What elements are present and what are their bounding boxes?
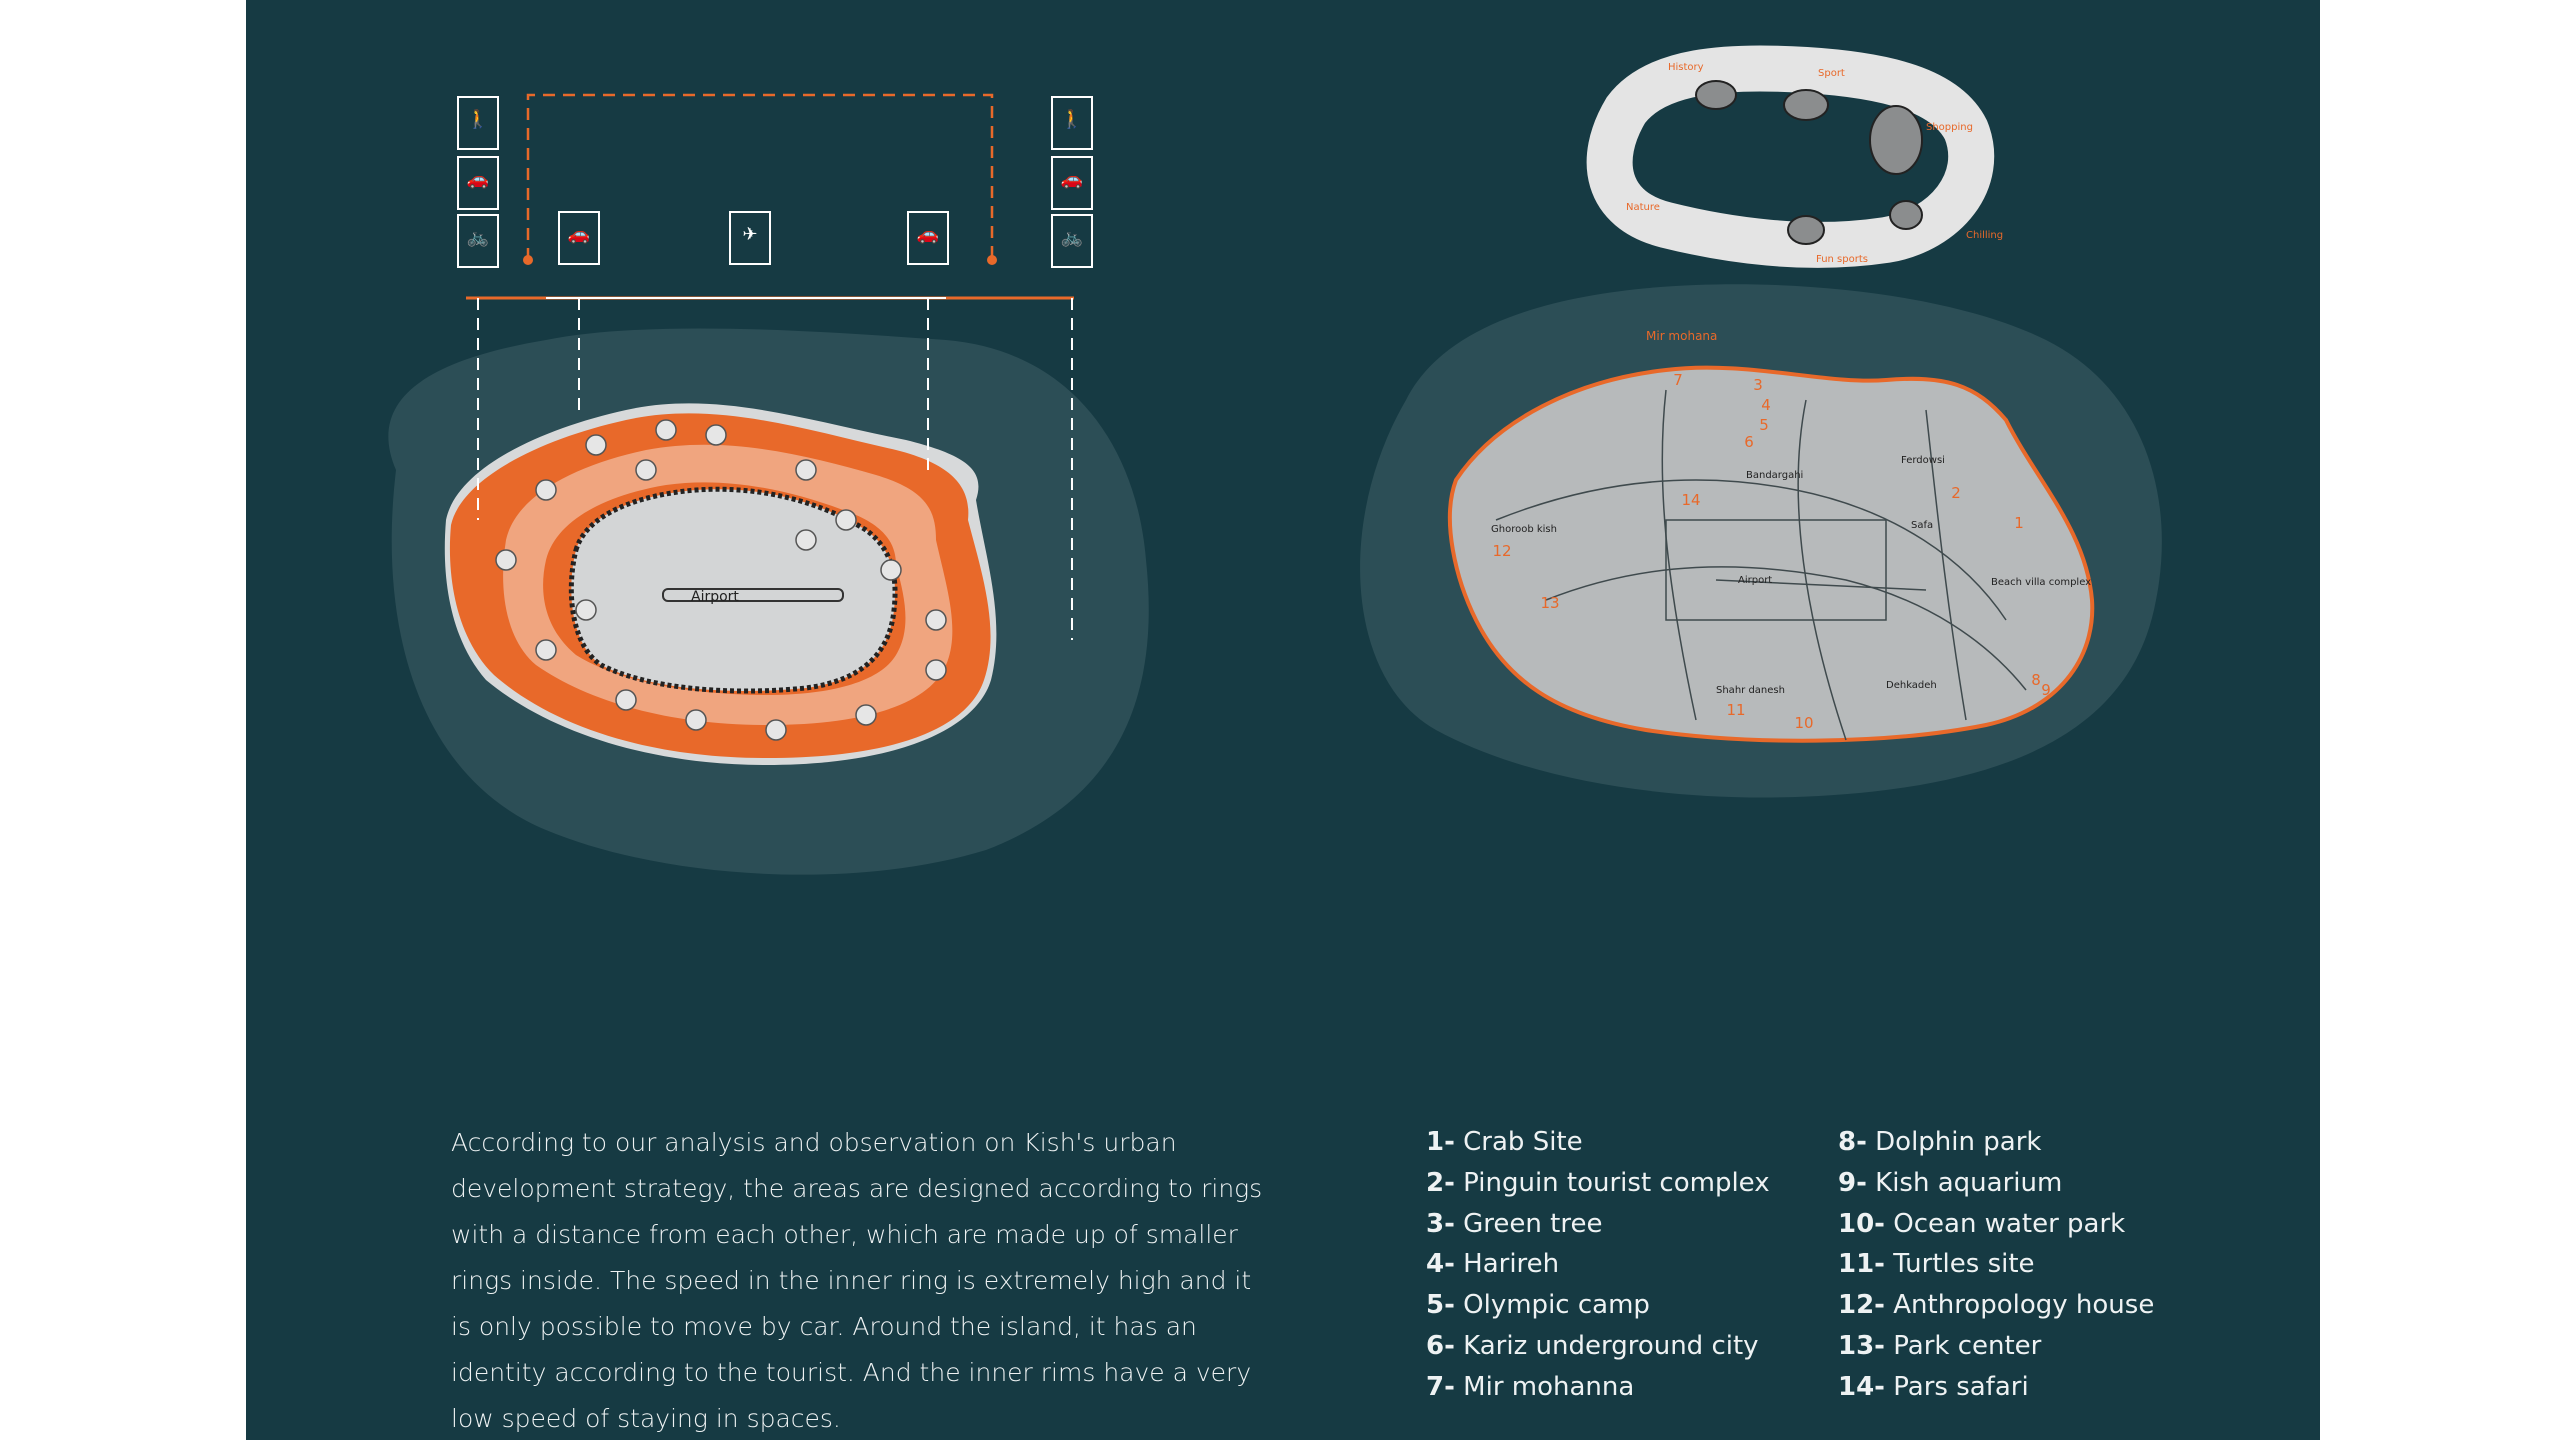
place-ghoroob: Ghoroob kish [1491,524,1557,535]
bike-sign-right [1051,214,1093,268]
svg-text:8: 8 [2031,671,2041,689]
svg-text:7: 7 [1673,371,1683,389]
svg-text:10: 10 [1794,714,1813,732]
pedestrian-sign-left [457,96,499,150]
svg-text:🚗: 🚗 [1061,169,1083,190]
legend-item: 9- Kish aquarium [1838,1167,2063,1198]
svg-text:9: 9 [2041,681,2051,699]
pedestrian-sign-right [1051,96,1093,150]
car-sign-inner-right [907,211,949,265]
legend-item: 1- Crab Site [1426,1127,1583,1157]
tourist-nodes [495,419,947,741]
ring-label-chilling: Chilling [1966,230,2003,241]
place-shahr-danesh: Shahr danesh [1716,685,1785,696]
plane-sign [729,211,771,265]
bike-sign-left [457,214,499,268]
legend-item: 4- Harireh [1426,1249,1560,1280]
road-network [1495,389,2027,741]
poster-board: Airport [246,0,2320,1440]
ring-label-nature: Nature [1626,202,1660,213]
legend-item: 11- Turtles site [1838,1249,2035,1280]
place-airport: Airport [1738,575,1772,586]
svg-text:6: 6 [1744,433,1754,451]
speed-ring-diagram: Airport [388,93,1149,875]
svg-text:🚲: 🚲 [467,227,489,248]
ring-label-fun-sports: Fun sports [1816,254,1868,265]
svg-text:🚶: 🚶 [467,108,489,130]
ring-nodes [1695,80,1923,245]
legend-column-1: 1- Crab Site 2- Pinguin tourist complex … [1426,1122,1770,1408]
legend-item: 2- Pinguin tourist complex [1426,1167,1770,1198]
place-dehkadeh: Dehkadeh [1886,680,1937,691]
svg-text:12: 12 [1492,542,1511,560]
svg-text:2: 2 [1951,484,1961,502]
legend-item: 6- Kariz underground city [1426,1330,1759,1361]
car-sign-inner-left [558,211,600,265]
identity-ring [1586,45,1995,268]
svg-text:🚗: 🚗 [467,169,489,190]
ring-label-shopping: Shopping [1926,122,1973,133]
legend-column-2: 8- Dolphin park 9- Kish aquarium 10- Oce… [1838,1122,2154,1408]
place-safa: Safa [1911,520,1933,531]
legend-item: 3- Green tree [1426,1208,1603,1239]
svg-text:🚗: 🚗 [568,224,590,245]
svg-text:3: 3 [1753,376,1763,394]
kish-map: Ghoroob kish Bandargahi Ferdowsi Safa Ai… [1360,45,2162,798]
svg-text:13: 13 [1540,594,1559,612]
svg-text:5: 5 [1759,416,1769,434]
legend-item: 7- Mir mohanna [1426,1371,1635,1402]
legend-item: 8- Dolphin park [1838,1127,2042,1157]
site-markers: 1 2 3 4 5 6 7 8 9 10 11 12 13 14 [1492,371,2050,732]
legend-item: 5- Olympic camp [1426,1290,1650,1321]
description-text: According to our analysis and observatio… [451,1128,1263,1433]
place-bandargahi: Bandargahi [1746,470,1803,481]
svg-text:🚗: 🚗 [917,224,939,245]
legend-item: 12- Anthropology house [1838,1290,2155,1321]
car-sign-right [1051,156,1093,210]
ring-label-history: History [1668,62,1704,73]
mir-mohana-label: Mir mohana [1646,329,1717,343]
legend-item: 10- Ocean water park [1838,1208,2126,1239]
svg-text:🚶: 🚶 [1061,108,1083,130]
legend-item: 14- Pars safari [1838,1371,2029,1402]
svg-text:✈: ✈ [742,224,757,245]
svg-text:4: 4 [1761,396,1771,414]
airport-label: Airport [691,589,739,605]
svg-text:11: 11 [1726,701,1745,719]
svg-text:🚲: 🚲 [1061,227,1083,248]
legend-item: 13- Park center [1838,1330,2042,1361]
svg-text:14: 14 [1681,491,1700,509]
place-beach-villa: Beach villa complex [1991,577,2091,588]
orange-dashed-bracket [526,93,994,260]
svg-text:1: 1 [2014,514,2024,532]
runway [662,588,844,602]
place-ferdowsi: Ferdowsi [1901,455,1945,466]
car-sign-left [457,156,499,210]
mode-signs [457,96,1093,268]
drop-lines [477,298,1073,640]
ring-label-sport: Sport [1818,68,1845,79]
